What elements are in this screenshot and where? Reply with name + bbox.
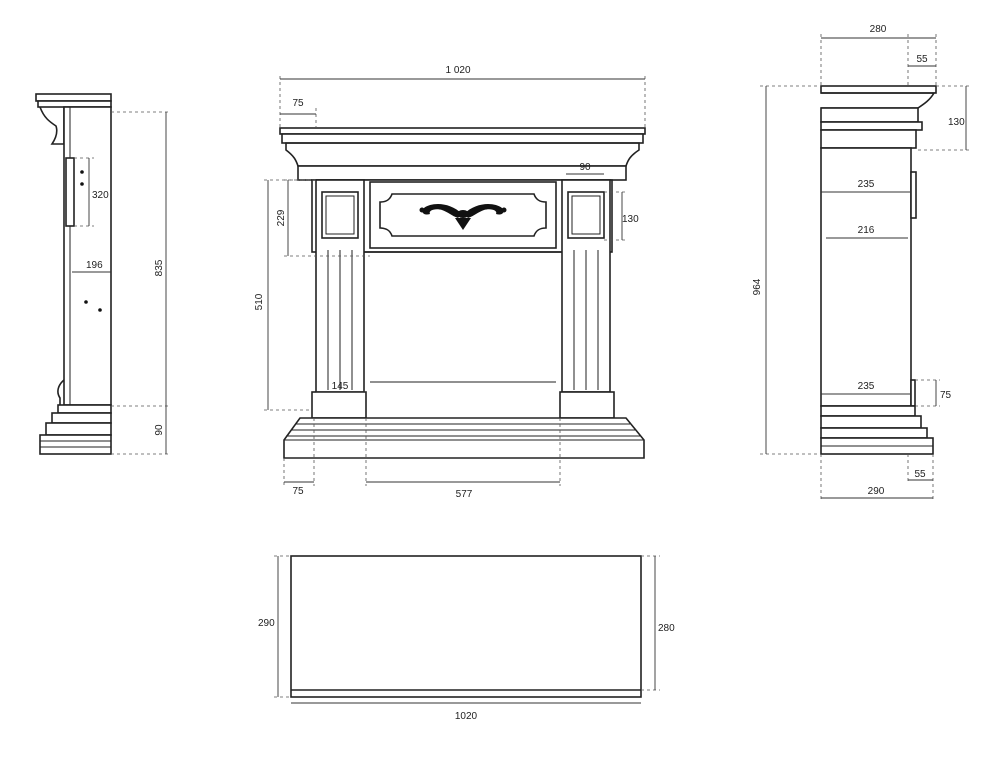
side-left-body [63, 106, 112, 406]
front-left-pillar-base [311, 391, 367, 419]
dim-label-front-pillar-panel: 130 [622, 214, 639, 225]
front-right-pillar-panel [567, 191, 605, 239]
front-right-pillar-base [559, 391, 615, 419]
dim-label-side-right-depth-upper: 235 [858, 179, 875, 190]
dim-label-side-right-shelf: 280 [870, 24, 887, 35]
dim-label-side-right-base-depth: 290 [868, 486, 885, 497]
side-view-right: 280 55 130 964 235 216 235 75 55 [752, 24, 970, 502]
dim-label-side-left-height: 835 [154, 259, 165, 276]
dim-label-front-overhang: 75 [292, 98, 304, 109]
dim-label-side-right-base-overhang: 55 [914, 469, 926, 480]
front-view: 1 020 75 229 510 90 130 145 75 57 [254, 65, 646, 500]
side-right-shelf [820, 85, 937, 94]
dim-label-side-right-overhang: 55 [916, 54, 928, 65]
dim-label-front-opening: 577 [456, 489, 473, 500]
dim-label-side-right-step: 75 [940, 390, 952, 401]
dim-label-side-right-height: 964 [752, 278, 763, 295]
side-view-left: 835 90 320 196 [35, 93, 170, 455]
side-left-bracket [65, 157, 75, 227]
dim-label-plan-depth-right: 280 [658, 623, 675, 634]
side-left-cornice [39, 106, 65, 145]
front-central-panel [379, 193, 547, 237]
dim-label-front-pillar-height: 510 [254, 293, 265, 310]
dim-label-side-left-plinth: 90 [154, 424, 165, 436]
front-left-pillar-panel [321, 191, 359, 239]
dim-label-side-right-depth-lower: 235 [858, 381, 875, 392]
dim-label-side-right-depth-inner: 216 [858, 225, 875, 236]
scroll-ornament-icon [419, 204, 507, 230]
side-right-bracket [910, 171, 917, 219]
dim-label-front-pillar-width: 90 [579, 162, 591, 173]
dim-label-front-upper: 229 [276, 209, 287, 226]
dim-label-plan-width: 1020 [455, 711, 478, 722]
dim-label-side-left-depth: 196 [86, 260, 103, 271]
plan-outline [290, 555, 642, 698]
dim-label-front-width: 1 020 [445, 65, 470, 76]
side-right-plinth [820, 405, 916, 417]
dim-label-plan-depth-left: 290 [258, 618, 275, 629]
dim-label-side-right-cornice: 130 [948, 117, 965, 128]
dim-label-front-base-offset: 75 [292, 486, 304, 497]
dim-label-front-base-width: 145 [332, 381, 349, 392]
front-shelf [279, 127, 646, 135]
plan-view: 290 280 1020 [258, 555, 675, 722]
side-right-body [820, 147, 912, 407]
side-left-plinth [57, 404, 112, 414]
dim-label-side-left-bracket: 320 [92, 190, 109, 201]
side-left-shelf [35, 93, 112, 102]
